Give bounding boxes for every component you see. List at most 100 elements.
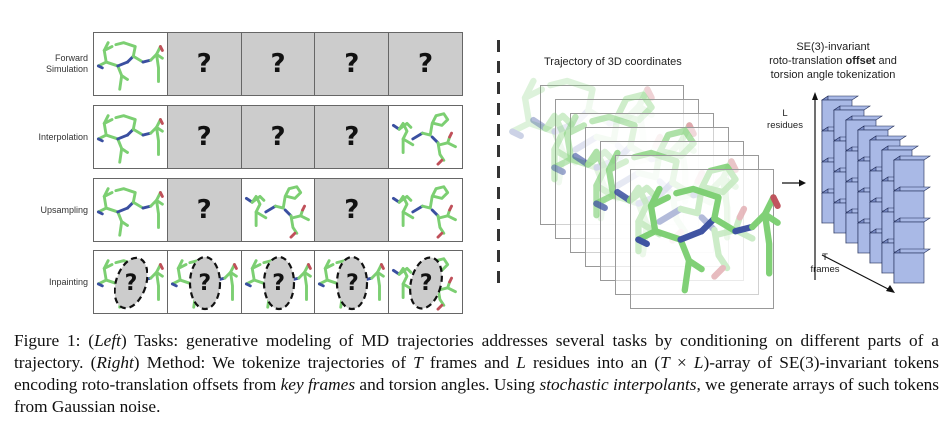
token-cube bbox=[893, 217, 931, 253]
frame-cell-known bbox=[94, 33, 168, 95]
bond bbox=[530, 116, 550, 132]
bond bbox=[397, 194, 409, 227]
bond bbox=[509, 128, 524, 140]
bond bbox=[244, 259, 258, 286]
molecule-structure bbox=[392, 112, 458, 166]
frame-cell-known bbox=[242, 179, 316, 241]
bond bbox=[318, 282, 326, 288]
question-mark: ? bbox=[196, 195, 212, 225]
bond bbox=[421, 112, 450, 137]
bond bbox=[677, 228, 705, 243]
token-cube bbox=[869, 135, 907, 171]
bond bbox=[397, 194, 413, 204]
bond bbox=[446, 214, 458, 222]
bond bbox=[170, 282, 178, 288]
bond bbox=[563, 122, 588, 138]
bond bbox=[120, 147, 129, 154]
molecule-structure bbox=[392, 185, 458, 239]
bond bbox=[401, 137, 415, 147]
bond bbox=[380, 263, 386, 270]
bond bbox=[96, 210, 104, 216]
bond bbox=[155, 270, 160, 301]
bond bbox=[102, 191, 114, 198]
arrow-right-icon bbox=[782, 179, 806, 187]
bond bbox=[250, 263, 262, 270]
bond bbox=[155, 198, 164, 206]
bond bbox=[436, 231, 444, 239]
bond bbox=[96, 64, 104, 70]
frame-cell-unknown: ? bbox=[167, 179, 242, 241]
bond bbox=[521, 86, 546, 102]
frame-cell-inpaint: ? bbox=[389, 251, 462, 313]
bond bbox=[421, 185, 450, 210]
figure-caption: Figure 1: (Left) Tasks: generative model… bbox=[14, 330, 939, 418]
bond bbox=[397, 266, 409, 299]
t-frames-label: frames bbox=[810, 264, 840, 275]
caption-seg: ) Tasks: generative modeling of MD traje… bbox=[14, 331, 939, 372]
bond bbox=[155, 125, 164, 133]
tokenization-title-line1: SE(3)-invariant bbox=[796, 41, 870, 53]
t-axis-arrow bbox=[821, 254, 895, 293]
tokenization-title-line3: torsion angle tokenization bbox=[770, 69, 896, 81]
molecule-structure bbox=[96, 187, 164, 237]
task-label: Upsampling bbox=[0, 205, 88, 216]
bond bbox=[96, 137, 104, 143]
molecule-structure bbox=[96, 41, 164, 91]
frame-cell-inpaint: ? bbox=[315, 251, 390, 313]
trajectory-frame bbox=[630, 169, 781, 309]
bond bbox=[411, 204, 425, 214]
bond bbox=[170, 259, 184, 286]
bond bbox=[376, 270, 386, 278]
inpaint-mask: ? bbox=[335, 255, 369, 311]
bond bbox=[158, 191, 164, 198]
frame-cell-unknown: ? bbox=[241, 33, 316, 95]
bond bbox=[155, 52, 160, 83]
task-label-line: Interpolation bbox=[38, 131, 88, 142]
question-mark: ? bbox=[344, 49, 360, 79]
bond bbox=[96, 187, 110, 214]
title-text: roto-translation bbox=[769, 55, 846, 67]
question-mark: ? bbox=[270, 49, 286, 79]
bond bbox=[273, 185, 302, 210]
bond bbox=[685, 257, 705, 273]
frame-cell-unknown: ? bbox=[241, 106, 316, 168]
bond bbox=[542, 112, 575, 132]
bond bbox=[104, 133, 124, 164]
dashed-ellipse-icon bbox=[409, 256, 444, 310]
question-mark: ? bbox=[198, 270, 212, 296]
caption-times: × bbox=[669, 353, 694, 372]
bond bbox=[376, 270, 382, 301]
bond bbox=[448, 276, 454, 284]
bond bbox=[131, 54, 145, 64]
caption-math-L: L bbox=[516, 353, 526, 372]
bond bbox=[289, 231, 296, 239]
caption-math-L: L bbox=[693, 353, 704, 372]
question-mark: ? bbox=[344, 195, 360, 225]
bond bbox=[446, 141, 458, 149]
bond bbox=[593, 200, 608, 212]
bond bbox=[711, 215, 739, 235]
bond bbox=[770, 194, 781, 210]
caption-seg: , we generate arrays of such tokens from… bbox=[14, 375, 939, 416]
caption-left: Left bbox=[94, 331, 121, 350]
molecule-structure bbox=[635, 185, 781, 294]
bond bbox=[551, 164, 566, 176]
bond bbox=[158, 118, 164, 125]
bond bbox=[324, 263, 335, 270]
task-row: ??? bbox=[93, 105, 463, 169]
bond bbox=[761, 211, 773, 277]
bond bbox=[116, 206, 129, 214]
frame-cell-inpaint: ? bbox=[168, 251, 242, 313]
bond bbox=[397, 121, 409, 154]
frame-cell-unknown: ? bbox=[315, 33, 390, 95]
bond bbox=[318, 259, 331, 286]
inpaint-mask: ? bbox=[114, 255, 148, 311]
frame-cell-unknown: ? bbox=[167, 106, 242, 168]
question-mark: ? bbox=[196, 49, 212, 79]
bond bbox=[652, 228, 693, 294]
bond bbox=[593, 149, 621, 207]
bond bbox=[397, 266, 413, 276]
task-row: ???? bbox=[93, 32, 463, 96]
frame-cell-known bbox=[389, 179, 462, 241]
title-bold-offset: offset bbox=[845, 55, 876, 67]
